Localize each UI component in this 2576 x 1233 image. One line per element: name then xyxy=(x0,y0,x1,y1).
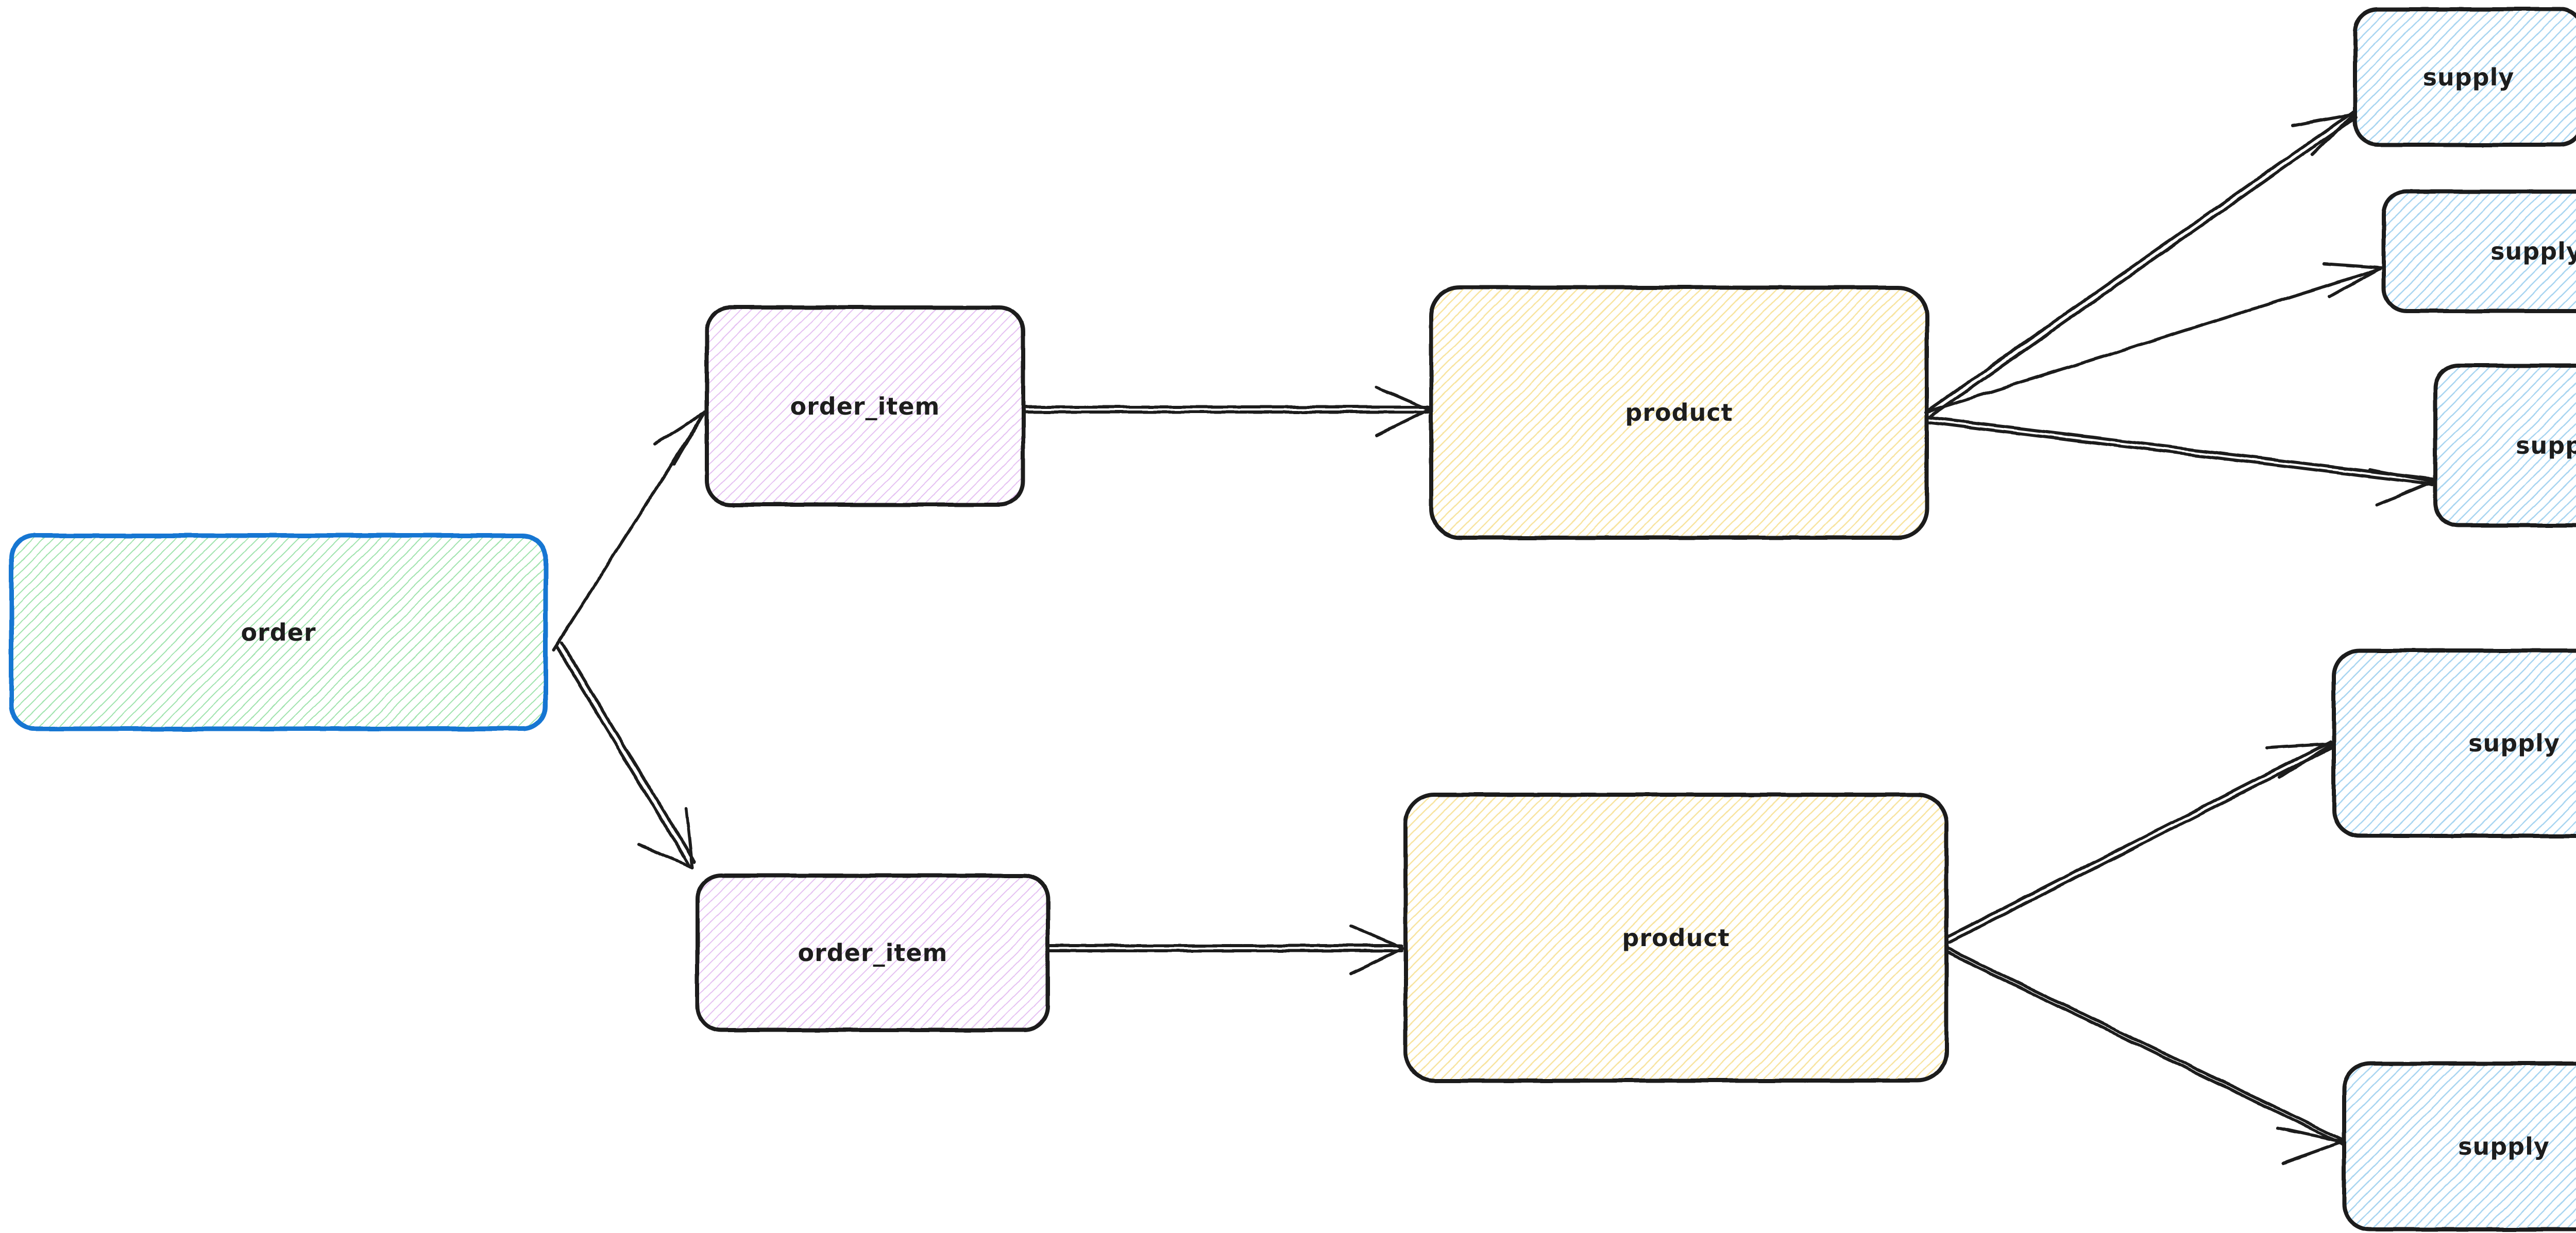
edge-product-1-to-supply-3 xyxy=(1925,416,2434,506)
edge-order-item-2-to-product-2 xyxy=(1048,924,1405,975)
edge-order-to-order-item-1 xyxy=(552,410,706,652)
node-product-2[interactable] xyxy=(1403,793,1948,1083)
node-order-item-1[interactable] xyxy=(705,305,1025,507)
edge-order-to-order-item-2 xyxy=(555,641,696,869)
node-order[interactable] xyxy=(9,533,548,731)
node-supply-5[interactable] xyxy=(2342,1061,2576,1231)
edge-product-1-to-supply-2 xyxy=(1925,262,2383,414)
edge-product-1-to-supply-1 xyxy=(1924,111,2357,419)
node-supply-4[interactable] xyxy=(2332,648,2576,838)
node-supply-3[interactable] xyxy=(2433,364,2576,527)
node-supply-2[interactable] xyxy=(2382,190,2576,313)
edge-product-2-to-supply-4 xyxy=(1945,740,2334,944)
edge-product-2-to-supply-5 xyxy=(1945,946,2345,1164)
node-order-item-2[interactable] xyxy=(696,874,1050,1032)
edge-order-item-1-to-product-1 xyxy=(1024,386,1431,437)
node-supply-1[interactable] xyxy=(2353,7,2576,147)
node-product-1[interactable] xyxy=(1429,285,1929,540)
